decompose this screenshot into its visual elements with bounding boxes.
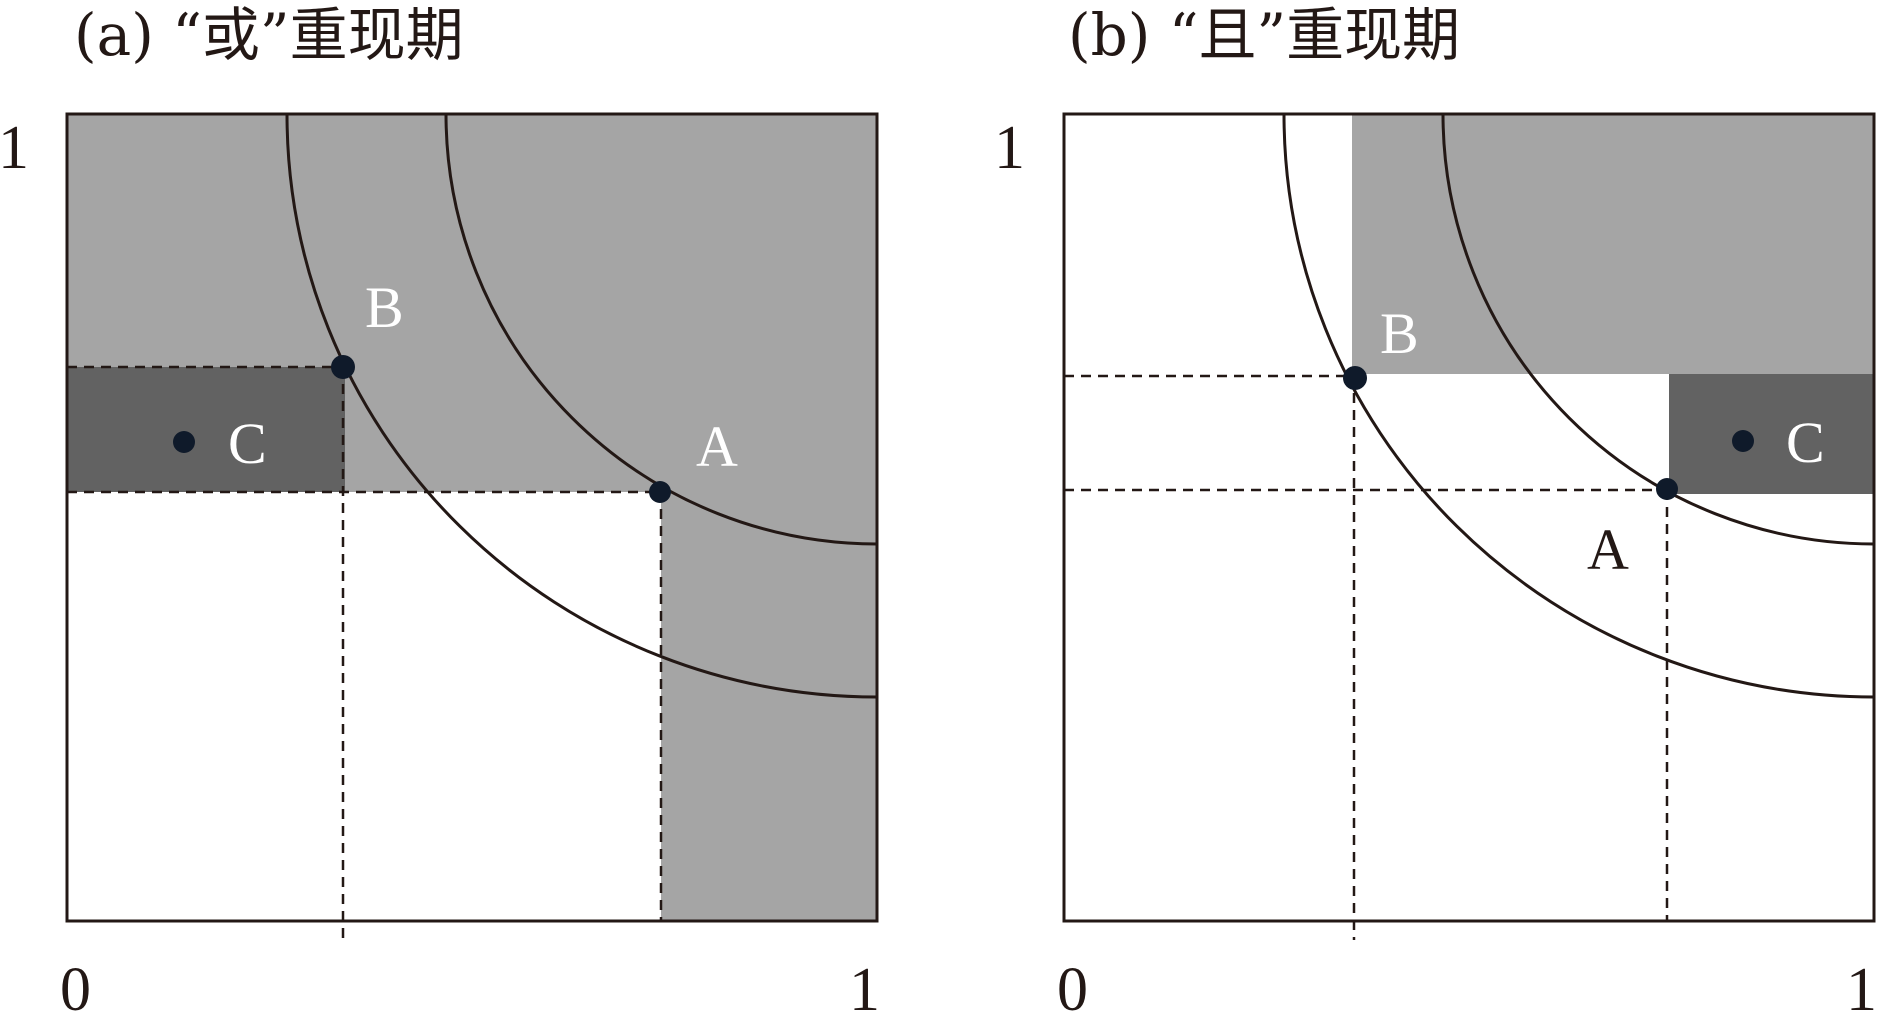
panel-b-label-a: A	[1587, 517, 1629, 582]
panel-b-x-tick-0: 0	[1057, 956, 1088, 1012]
panel-b-c-region	[1669, 374, 1874, 494]
panel-a-y-tick-1: 1	[0, 114, 29, 182]
panel-a-plot: B A C 1 0 1	[0, 112, 880, 1012]
panel-b-label-c: C	[1786, 410, 1825, 475]
panel-b-upper-right-region	[1352, 114, 1874, 374]
panel-a-point-b	[331, 355, 355, 379]
panel-a-label-c: C	[228, 411, 267, 476]
panel-a-x-tick-0: 0	[60, 956, 91, 1012]
panel-b-y-tick-1: 1	[994, 114, 1025, 182]
panel-b-point-b	[1343, 366, 1367, 390]
panel-b-outer-curve	[1282, 113, 1875, 699]
panel-b-title: (b) “且”重现期	[1068, 1, 1461, 69]
panel-a-point-a	[649, 481, 671, 503]
panel-a-frame	[65, 112, 879, 923]
panel-a-right-region	[661, 492, 877, 921]
panel-a-title: (a) “或”重现期	[74, 1, 464, 69]
panel-a-x-tick-1: 1	[849, 956, 880, 1012]
panel-a-inner-curve	[444, 113, 878, 546]
panel-and-return-period: (b) “且”重现期 B A C	[994, 1, 1877, 1012]
panel-a-label-a: A	[696, 414, 738, 479]
panel-b-point-a	[1656, 478, 1678, 500]
panel-b-x-tick-1: 1	[1846, 956, 1877, 1012]
panel-a-point-c	[173, 431, 195, 453]
panel-a-outer-curve	[285, 113, 878, 699]
panel-b-frame	[1062, 112, 1876, 923]
panel-b-label-b: B	[1380, 301, 1419, 366]
panel-a-c-region	[67, 367, 345, 492]
panel-a-label-b: B	[365, 275, 404, 340]
panel-or-return-period: (a) “或”重现期 B A C	[0, 1, 880, 1012]
panel-b-inner-curve	[1441, 113, 1875, 546]
panel-b-point-c	[1732, 430, 1754, 452]
